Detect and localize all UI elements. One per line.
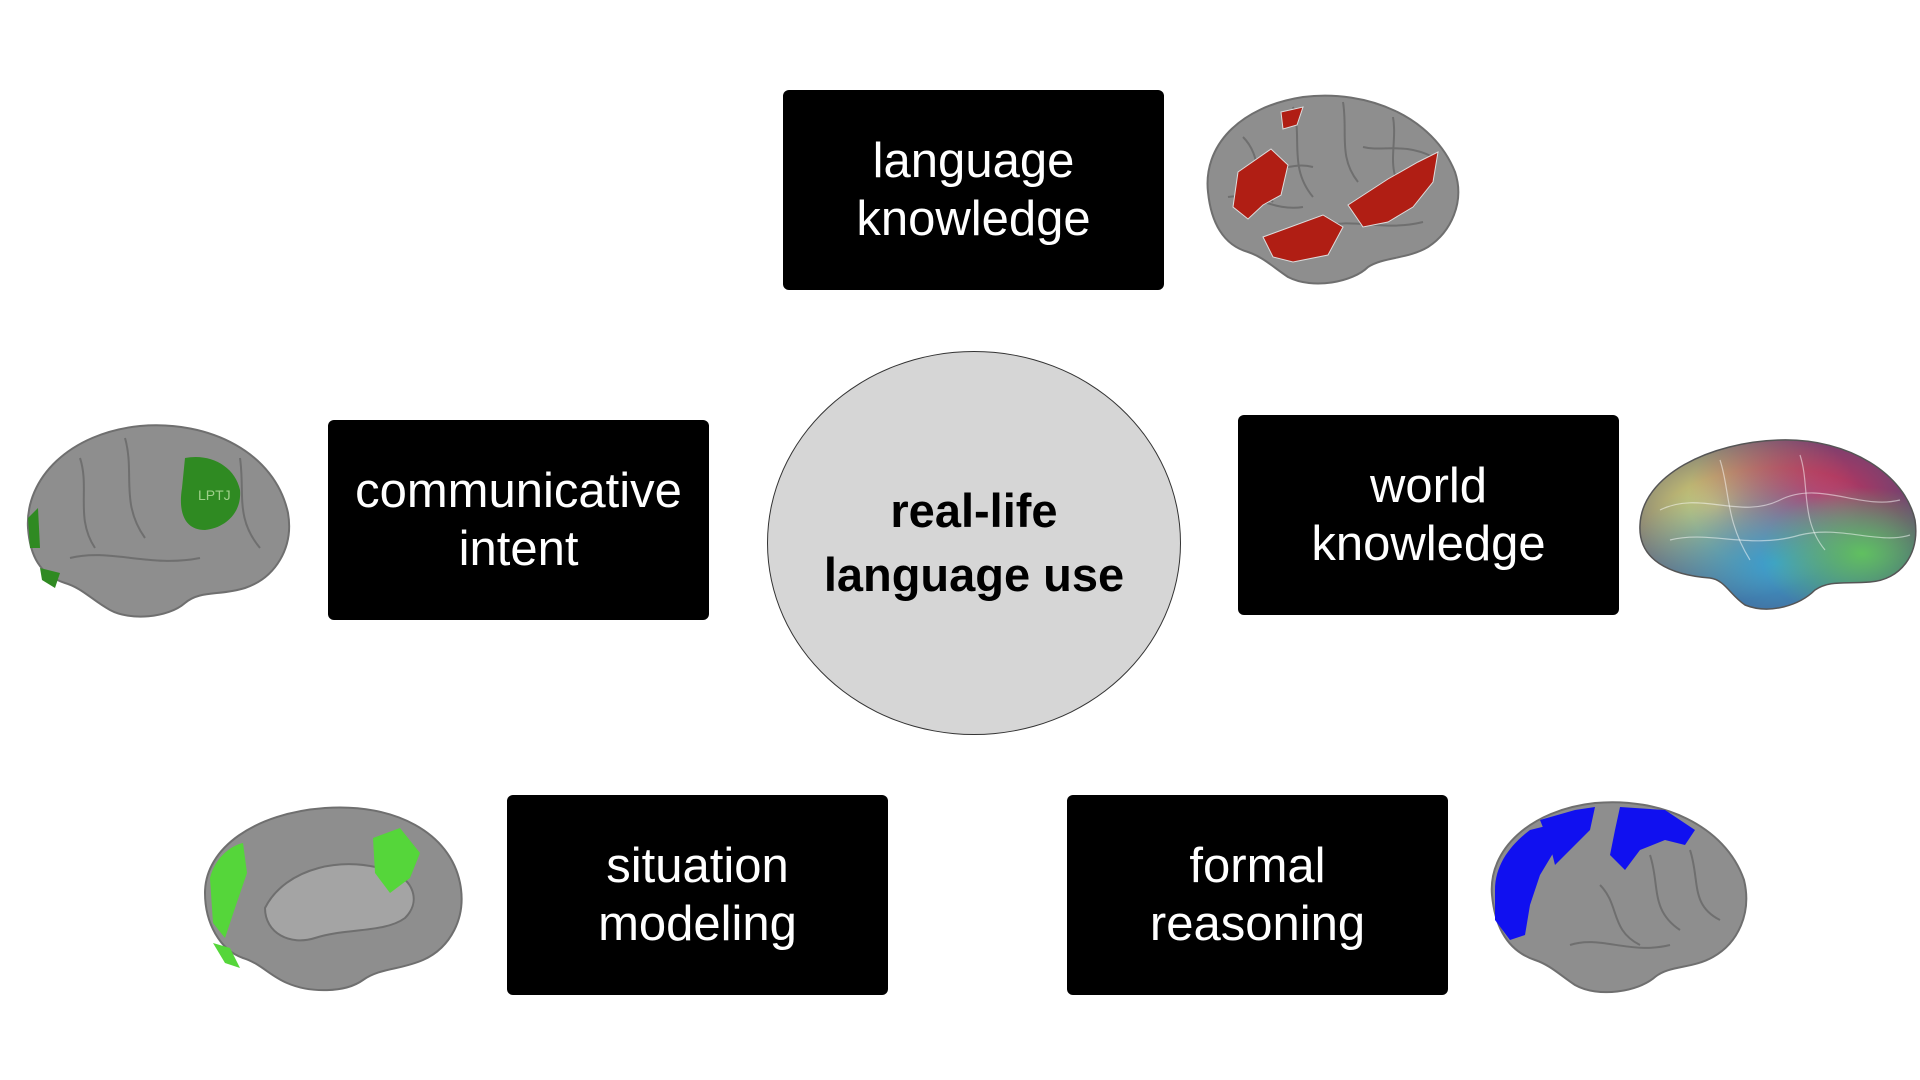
world-knowledge-label: world knowledge bbox=[1311, 459, 1546, 571]
default-network-brain-image bbox=[195, 798, 465, 993]
language-knowledge-box: language knowledge bbox=[783, 90, 1164, 290]
situation-modeling-box: situation modeling bbox=[507, 795, 888, 995]
language-network-brain-image bbox=[1193, 87, 1463, 292]
center-label: real-life language use bbox=[823, 484, 1125, 601]
communicative-intent-label: communicative intent bbox=[355, 464, 682, 576]
center-node: real-life language use bbox=[767, 351, 1181, 735]
world-knowledge-box: world knowledge bbox=[1238, 415, 1619, 615]
formal-reasoning-box: formal reasoning bbox=[1067, 795, 1448, 995]
theory-of-mind-brain-image: LPTJ bbox=[20, 418, 295, 623]
multiple-demand-brain-image bbox=[1480, 795, 1750, 1000]
communicative-intent-box: communicative intent bbox=[328, 420, 709, 620]
formal-reasoning-label: formal reasoning bbox=[1149, 839, 1366, 951]
svg-text:LPTJ: LPTJ bbox=[198, 487, 231, 503]
language-knowledge-label: language knowledge bbox=[856, 134, 1091, 246]
world-knowledge-brain-image bbox=[1630, 430, 1920, 620]
situation-modeling-label: situation modeling bbox=[598, 839, 797, 951]
